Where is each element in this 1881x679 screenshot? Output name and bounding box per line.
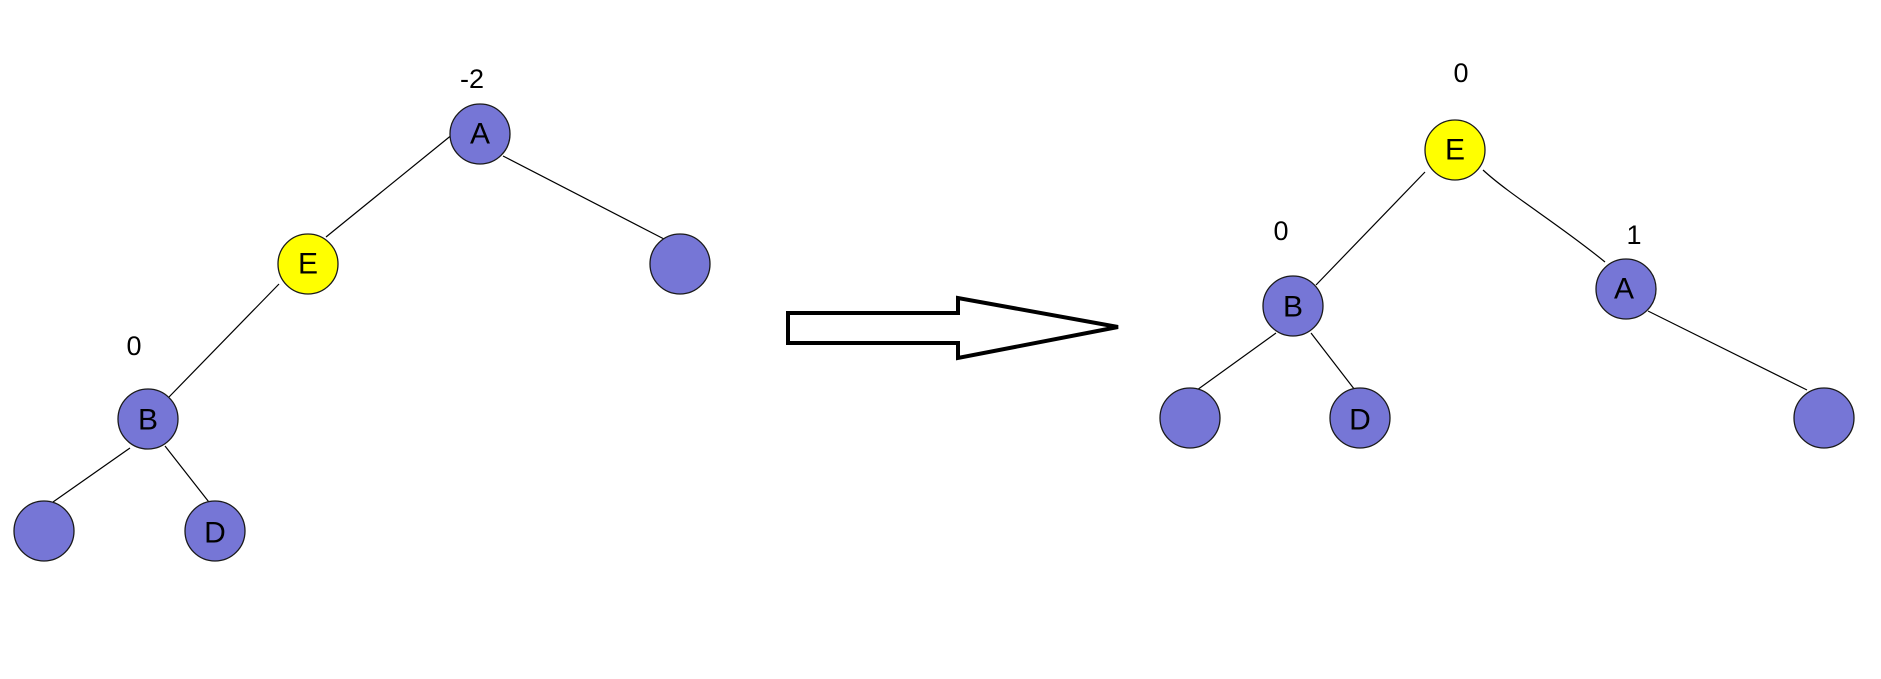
node-circle xyxy=(277,233,339,295)
node-circle xyxy=(13,500,75,562)
node-label: B xyxy=(1283,291,1303,324)
node-circle xyxy=(1424,119,1486,181)
node-label: D xyxy=(1349,404,1371,437)
node-label: D xyxy=(204,517,226,550)
edge-b-left xyxy=(1196,332,1277,391)
node-circle xyxy=(449,103,511,165)
node-circle xyxy=(649,233,711,295)
tree-node-b-left xyxy=(1159,387,1221,449)
balance-factor: -2 xyxy=(460,64,484,94)
tree-node-a-right xyxy=(649,233,711,295)
balance-factor: 0 xyxy=(1273,216,1288,246)
balance-factor: 1 xyxy=(1626,220,1641,250)
edge-b-left xyxy=(52,447,131,503)
node-circle xyxy=(1329,387,1391,449)
after-tree: E 0 B 0 A 1 D xyxy=(1159,58,1855,449)
tree-node-b-left xyxy=(13,500,75,562)
balance-factor: 0 xyxy=(1453,58,1468,88)
node-circle xyxy=(1595,258,1657,320)
edge-e-a xyxy=(1482,169,1606,263)
edge-b-d xyxy=(164,445,213,507)
edge-e-b xyxy=(168,283,280,398)
node-circle xyxy=(117,388,179,450)
tree-node-a: A -2 xyxy=(449,64,511,165)
before-tree: A -2 E B 0 D xyxy=(13,64,711,562)
transform-arrow xyxy=(786,295,1119,361)
node-circle xyxy=(1793,387,1855,449)
node-circle xyxy=(1159,387,1221,449)
edge-a-right xyxy=(502,155,665,240)
tree-node-e: E xyxy=(277,233,339,295)
tree-node-d: D xyxy=(1329,387,1391,449)
tree-node-b: B 0 xyxy=(1262,216,1324,337)
node-label: E xyxy=(298,248,318,281)
node-label: A xyxy=(1614,273,1634,306)
node-circle xyxy=(1262,275,1324,337)
edge-b-d xyxy=(1310,332,1359,395)
node-circle xyxy=(184,500,246,562)
tree-node-b: B 0 xyxy=(117,331,179,450)
edge-a-right xyxy=(1647,310,1808,391)
edge-a-e xyxy=(325,133,454,238)
node-label: A xyxy=(470,118,490,151)
tree-node-d: D xyxy=(184,500,246,562)
node-label: E xyxy=(1445,134,1465,167)
tree-node-a: A 1 xyxy=(1595,220,1657,320)
tree-node-e: E 0 xyxy=(1424,58,1486,181)
balance-factor: 0 xyxy=(126,331,141,361)
edge-e-b xyxy=(1315,171,1426,286)
tree-node-a-right xyxy=(1793,387,1855,449)
node-label: B xyxy=(138,404,158,437)
